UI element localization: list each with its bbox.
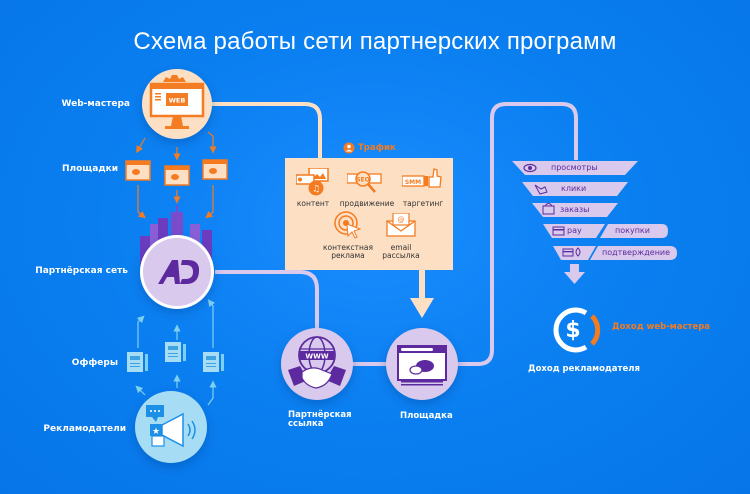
traffic-title: Трафик xyxy=(358,143,396,153)
content-media-icon: ♫ xyxy=(296,168,329,196)
dollar-ring-icon: $ xyxy=(553,307,601,353)
page-title: Схема работы сети партнерских программ xyxy=(133,28,617,55)
label-webmaster-income: Доход web-мастера xyxy=(612,322,711,332)
seo-magnifier-icon: SEO xyxy=(347,171,382,193)
megaphone-icon: ★ xyxy=(135,391,207,463)
traffic-item-contextual: контекстная реклама xyxy=(322,243,374,260)
browser-chat-icon xyxy=(386,328,458,400)
www-handshake-icon: WWW xyxy=(281,328,353,400)
smm-thumbs-up-icon: SMM xyxy=(402,168,442,188)
traffic-item-promotion: продвижение xyxy=(339,199,395,208)
svg-text:SEO: SEO xyxy=(356,177,370,184)
label-offers: Офферы xyxy=(71,358,118,368)
funnel-step-clicks: клики xyxy=(561,184,587,193)
label-advertisers: Рекламодатели xyxy=(43,424,126,434)
traffic-item-content: контент xyxy=(296,199,330,208)
label-platforms: Площадки xyxy=(61,164,118,174)
svg-text:SMM: SMM xyxy=(405,179,421,186)
web-monitor-gear-icon: WEB xyxy=(142,69,212,139)
funnel-side-confirmation: подтверждение xyxy=(602,248,671,257)
browser-window-icon xyxy=(125,159,228,186)
user-circle-icon xyxy=(343,142,355,154)
conversion-funnel xyxy=(512,161,677,284)
label-partner-network: Партнёрская сеть xyxy=(35,266,128,276)
svg-text:$: $ xyxy=(565,318,580,343)
funnel-step-pay: pay xyxy=(567,226,582,235)
traffic-item-email: email рассылка xyxy=(382,243,420,260)
label-webmasters: Web-мастера xyxy=(61,99,131,109)
svg-text:WEB: WEB xyxy=(169,97,186,105)
funnel-step-views: просмотры xyxy=(551,163,598,172)
svg-text:★: ★ xyxy=(152,427,160,437)
funnel-step-orders: заказы xyxy=(560,205,590,214)
label-advertiser-income: Доход рекламодателя xyxy=(528,364,640,374)
label-platform: Площадка xyxy=(400,411,453,421)
email-envelope-icon: @ xyxy=(386,213,416,237)
traffic-panel: ♫ контент SEO продвижение SMM таргетинг … xyxy=(285,158,453,270)
label-partner-link: Партнёрская ссылка xyxy=(288,410,352,429)
funnel-side-purchases: покупки xyxy=(615,226,650,235)
svg-text:WWW: WWW xyxy=(305,353,328,361)
ad-logo-icon xyxy=(140,235,214,309)
traffic-item-targeting: таргетинг xyxy=(402,199,444,208)
document-pen-icon xyxy=(127,342,224,372)
target-cursor-icon xyxy=(334,211,362,239)
svg-text:♫: ♫ xyxy=(312,185,320,195)
svg-text:@: @ xyxy=(398,216,405,224)
